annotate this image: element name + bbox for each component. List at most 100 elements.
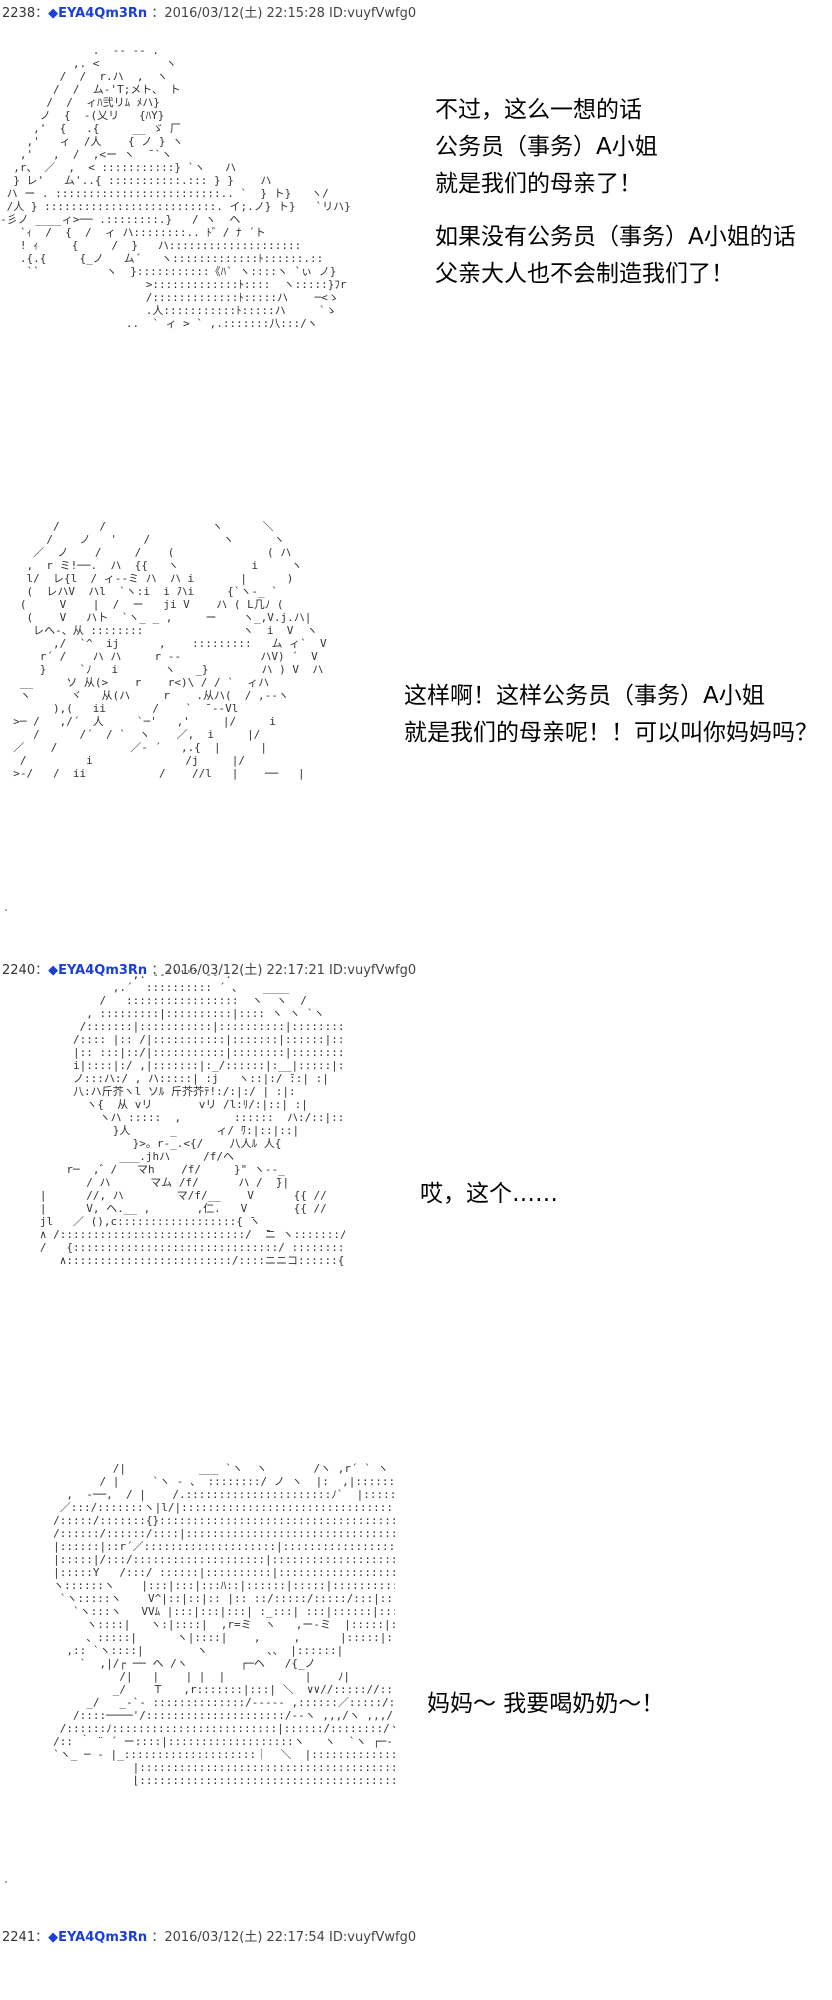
ascii-art-row: i|::::|:/ ,|:::::::|:_/::::::|:__|:::::|…	[72, 1059, 345, 1072]
ascii-art-row: 八:ハ斤芥ヽl ソﾙ 斤芥芥ﾃ!:/:|:/ | :|:	[20, 1085, 296, 1098]
ascii-art-row: / /´ / ` ヽ ／, i |/	[0, 728, 261, 741]
ascii-art-row: `ヽ:::ヽ VVﾑ |:::|:::|:::| :_:::| :::|::::…	[72, 1605, 395, 1618]
ascii-art-row: / {:::::::::::::::::::::::::::::::/ ::::…	[39, 1241, 345, 1254]
ascii-art-row: ／:::/:::::::ヽ|l/|:::::::::::::::::::::::…	[59, 1501, 395, 1514]
ascii-art-panel-1: . -‐ ‐- . ,. < ヽ / / r.ハ , ヽ / / ム‐'T;メト…	[0, 44, 470, 344]
dialogue-line: 这样啊！这样公务员（事务）A小姐	[404, 683, 765, 709]
ascii-art-row: / ::::::::::::::::: ヽ ヽ /	[20, 994, 307, 1007]
ascii-art-row: ,/ `^ ij , ::::::::: ム ィ` V	[0, 637, 327, 650]
ascii-art-row: / / ィﾊ弐リﾑ ﾒハ}	[0, 96, 160, 109]
poster-trip[interactable]: EYA4Qm3Rn	[58, 6, 148, 21]
ascii-art-row: _/ _-`‐ ::::::::::::::/‐‐‐-- ,::::::／:::…	[20, 1696, 395, 1709]
ascii-art-row: .人:::::::::::ﾄ:::::ハ `ゝ	[0, 304, 337, 317]
ascii-art-row: `ヽ_ ─ ‐ |_::::::::::::::::::::｜ ＼ |:::::…	[20, 1748, 395, 1761]
ascii-art-row: / / ム‐'T;メト、 ト	[0, 83, 181, 96]
ascii-art-row: . -‐ ‐- .	[0, 44, 159, 57]
dialogue-line: 哎，这个……	[420, 1181, 558, 1207]
ascii-art-row: /| | | | | | ﾉ|	[20, 1670, 351, 1683]
ascii-art-row: /::::::ﾉ:::::::::::::::::::::::::|::::::…	[59, 1722, 395, 1735]
post-separator: ：	[35, 6, 49, 21]
post-date-id: ：2016/03/12(土) 22:15:28 ID:vuyfVwfg0	[151, 6, 417, 21]
ascii-art-row: ,' , / ,<ー ヽ ̄ `ヽ	[0, 148, 173, 161]
ascii-art-row: __ ソ 从(> r r<)\ / / ` ィハ	[0, 676, 270, 689]
ascii-art-row: レヘ-、从 :::::::: ヽ i V ヽ	[0, 624, 318, 637]
dialogue-line: 父亲大人也不会制造我们了！	[435, 261, 734, 287]
ascii-art-row: ヽ::::::ヽ |:::|:::|:::ﾊ::|::::::|:::::|::…	[53, 1579, 395, 1592]
ascii-art-row: /::::::/::::::/::::|::::::::::::::::::::…	[53, 1527, 395, 1540]
ascii-art-row: /:::::::::::::ﾄ:::::ハ ─<ゝ	[0, 291, 339, 304]
dialogue-line: 就是我们的母亲呢！！可以叫你妈妈吗？	[404, 720, 818, 746]
dialogue-line: 就是我们的母亲了！	[435, 171, 642, 197]
ascii-art-row: ( V | / ー ji V ハ ( L几ﾉ (	[0, 598, 284, 611]
ascii-art-row: ヽハ ::::: , :::::: ハ:/::|:: |	[20, 1111, 345, 1124]
ascii-art-row: /:::: |:: /|:::::::::::|:::::::|::::::|:…	[72, 1033, 345, 1046]
post-header-2238: 2238：◆EYA4Qm3Rn ：2016/03/12(土) 22:15:28 …	[2, 2, 416, 21]
ascii-art-row: ,:: `ヽ::::| ヽ 、、 |::::::|	[20, 1644, 344, 1657]
ascii-art-row: ／ / ／‐ ´ ,.{ | |	[0, 741, 268, 754]
ascii-art-row: /| ___ `ヽ ヽ /ヽ ,r´ ` ヽ	[20, 1462, 389, 1475]
divider-dot: .	[4, 1872, 9, 1887]
ascii-art-row: ,.´ :::::::::: ´ 、 ____	[20, 981, 290, 994]
ascii-art-row: ハ ー . :::::::::::::::::::::::::.. ` } ト}…	[0, 187, 329, 200]
ascii-art-row: / ノ ' / ヽ ヽ	[0, 533, 285, 546]
divider-dot: .	[4, 900, 9, 915]
ascii-art-row: ∧:::::::::::::::::::::::::/::::ニニコ::::::…	[59, 1254, 345, 1267]
post-date-id: ：2016/03/12(土) 22:17:21 ID:vuyfVwfg0	[151, 963, 417, 978]
ascii-art-row: >─ / ,/´ 人 `─' ,' |/ i	[0, 715, 276, 728]
ascii-art-row: }人 _ ィ/ ̄ﾘ:|::|::|	[20, 1124, 300, 1137]
ascii-art-row: | //, ハ マ/f/__ V {{ //	[20, 1189, 327, 1202]
post-header-2241: 2241：◆EYA4Qm3Rn ：2016/03/12(土) 22:17:54 …	[2, 1926, 416, 1945]
ascii-art-row: ___.jhハ /f/ヘ	[20, 1150, 235, 1163]
ascii-art-row: ` ,|/┌ ── ヘ /ヽ ┌─ヘ /{_ノ	[20, 1657, 316, 1670]
ascii-art-row: / / r.ハ , ヽ	[0, 70, 168, 83]
ascii-art-row: / ハ マム /f/ ハ / ̄}|	[20, 1176, 290, 1189]
ascii-art-row: ( レハV ハl `ヽ:i i ̄ハi {`ヽ-_ `	[0, 585, 278, 598]
ascii-art-row: ),( ii / ` ̄ ‐-Vl	[0, 702, 239, 715]
ascii-art-panel-4: /| ___ `ヽ ヽ /ヽ ,r´ ` ヽ / | `ヽ ‐ 、 ::::::…	[20, 1462, 395, 1807]
ascii-art-row: ,' ィ /人 { ノ } ヽ	[0, 135, 184, 148]
ascii-art-row: ,r、 ／ , < :::::::::::} `ヽ ハ	[0, 161, 237, 174]
ascii-art-row: /:::::::|:::::::::::|::::::::::|::::::::…	[79, 1020, 345, 1033]
ascii-art-row: /::::────'/:::::::::::::::::::::/‐-ヽ ,,,…	[20, 1709, 395, 1722]
dialogue-panel-1: 不过，这么一想的话 公务员（事务）A小姐 就是我们的母亲了！ 如果没有公务员（事…	[435, 92, 796, 293]
ascii-art-row: / | `ヽ ‐ 、 ::::::::/ ノ ヽ |: ,|::::::::: …	[20, 1475, 395, 1488]
ascii-art-row: / i /j |/	[0, 754, 246, 767]
ascii-art-row: .. ` ィ > ` ,.:::::::八:::/ヽ	[0, 317, 318, 330]
ascii-art-row: / / ヽ ＼	[0, 520, 274, 533]
ascii-art-row: -彡ノ ____ィ>── .::::::::.} / ヽ ヘ	[0, 213, 241, 226]
ascii-art-row: ヽ{ 从 vリ vリ /l:ﾘ/:|::| :|	[20, 1098, 308, 1111]
poster-trip[interactable]: EYA4Qm3Rn	[58, 963, 148, 978]
ascii-art-row: ! ｨ { / } ハ::::::::::::::::::::	[0, 239, 302, 252]
ascii-art-row: ⌊:::::::::::::::::::::::::::::::::::::::…	[132, 1774, 395, 1787]
post-separator: ：	[35, 963, 49, 978]
ascii-art-row: `ヽ:::::ヽ V^|::|::|:: |:: ::/:::::/:::::/…	[59, 1592, 395, 1605]
ascii-art-row: | V, ヘ.__ , ,仁. V {{ //	[20, 1202, 327, 1215]
ascii-art-row: } `ﾉ i ヽ _} ハ ) V ハ	[0, 663, 324, 676]
ascii-art-row: 、:::::| ヽ|::::| , , |:::::|:::	[20, 1631, 395, 1644]
ascii-art-row: ヽ ヾ 从(ハ r .从ハ( / ,-‐ヽ	[0, 689, 289, 702]
ascii-art-row: `ｨ / { / ィ ハ::::::::.. ﾄ゛/ ﾅ ´ト	[0, 226, 266, 239]
ascii-art-row: |:::::::::::::::::::::::::::::::::::::::…	[132, 1761, 395, 1774]
ascii-art-row: r´ / ハ ハ r ‐- ハV) ´ V	[0, 650, 318, 663]
ascii-art-row: ,' { .{ __ ゞ 厂	[0, 122, 181, 135]
post-number: 2238	[2, 6, 36, 21]
post-date-id: ：2016/03/12(土) 22:17:54 ID:vuyfVwfg0	[151, 1930, 417, 1945]
post-header-2240: 2240：◆EYA4Qm3Rn ：2016/03/12(土) 22:17:21 …	[2, 959, 416, 978]
ascii-art-row: /:::::/:::::::{}::::::::::::::::::::::::…	[53, 1514, 395, 1527]
ascii-art-row: >:::::::::::::ﾄ:::: ヽ:::::}ﾌr	[0, 278, 347, 291]
dialogue-panel-2: 这样啊！这样公务员（事务）A小姐 就是我们的母亲呢！！可以叫你妈妈吗？	[404, 678, 818, 752]
dialogue-line: 不过，这么一想的话	[435, 97, 642, 123]
ascii-art-row: ( V ハト `ヽ_ _ , ー ヽ_,V.j.ハ|	[0, 611, 312, 624]
poster-trip[interactable]: EYA4Qm3Rn	[58, 1930, 148, 1945]
ascii-art-row: |:::::Y /:::/ ::::::|::::::::::|::::::::…	[53, 1566, 395, 1579]
ascii-art-row: .{.{ {_ノ ム´ ヽ:::::::::::::ﾄ::::::.::	[0, 252, 324, 265]
ascii-art-row: , :::::::::|::::::::::|:::: ヽ ヽ `ヽ	[20, 1007, 325, 1020]
dialogue-panel-4: 妈妈～ 我要喝奶奶～！	[427, 1686, 664, 1723]
ascii-art-row: ノ { -(乂リ {ﾊY}	[0, 109, 165, 122]
ascii-art-row: ノ:::ハ:/ , ハ:::::| :j ヽ::|:/ ̄::| :|	[20, 1072, 329, 1085]
dialogue-panel-3: 哎，这个……	[420, 1176, 558, 1213]
ascii-art-panel-2: / / ヽ ＼ / ノ ' / ヽ ヽ ／ ノ / / ( ( ハ , r ミ!…	[0, 520, 395, 875]
trip-diamond-icon: ◆	[48, 6, 59, 21]
ascii-art-panel-3: ,. -‐''''¨ ‐- . ,.´ :::::::::: ´ 、 ____ …	[20, 968, 345, 1278]
ascii-art-row: `` ヽ }:::::::::::《ﾊ` ヽ::::ヽ `ぃ ノ}	[0, 265, 337, 278]
